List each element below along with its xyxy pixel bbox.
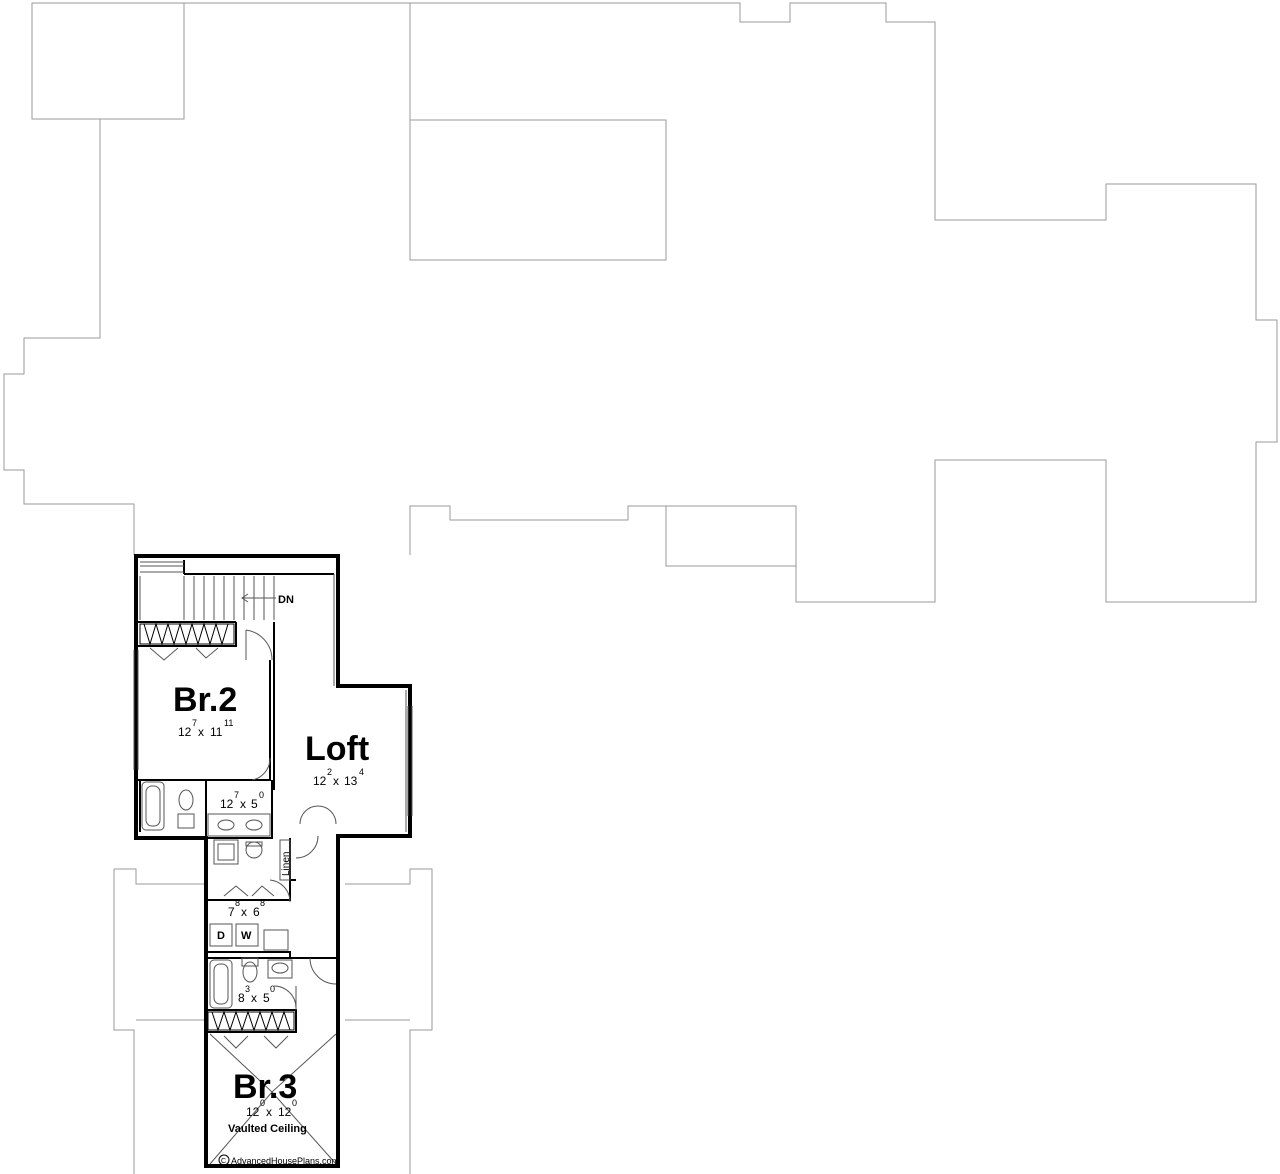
bath2-width: 12 (220, 797, 234, 811)
br3-depth: 12 (278, 1105, 292, 1119)
br3-closet (207, 1010, 337, 1165)
stairs: DN (139, 561, 294, 620)
windows (133, 650, 413, 816)
laundry-depth-in: 8 (260, 898, 265, 908)
bath3-depth-in: 0 (270, 984, 275, 994)
br2-x: x (198, 725, 204, 739)
room-bath3: 8 3 x 5 0 (238, 984, 275, 1005)
br2-name: Br.2 (173, 681, 237, 719)
doors (223, 629, 337, 1009)
br2-depth-in: 11 (224, 718, 233, 728)
loft-x: x (333, 774, 339, 788)
br3-x: x (266, 1105, 272, 1119)
loft-name: Loft (305, 730, 369, 768)
br3-name: Br.3 (233, 1068, 297, 1106)
br3-width-in: 0 (260, 1098, 265, 1108)
copyright-icon (218, 1154, 230, 1166)
br2-width-in: 7 (192, 718, 197, 728)
bath3-x: x (251, 991, 257, 1005)
interior-walls (138, 621, 338, 1033)
loft-width-in: 2 (327, 767, 332, 777)
laundry-x: x (241, 905, 247, 919)
bath2-width-in: 7 (234, 790, 239, 800)
loft-depth-in: 4 (359, 767, 364, 777)
laundry-width: 7 (228, 905, 235, 919)
copyright-symbol: C (221, 1158, 226, 1165)
room-br3: Br.3 12 0 x 12 0 Vaulted Ceiling (228, 1068, 307, 1135)
copyright: C AdvancedHousePlans.com (218, 1154, 339, 1166)
bath3-width-in: 3 (245, 984, 250, 994)
br3-width: 12 (246, 1105, 260, 1119)
loft-width: 12 (313, 774, 327, 788)
bath3-depth: 5 (263, 991, 270, 1005)
bath2-x: x (240, 797, 246, 811)
washer-label: W (241, 930, 252, 942)
br3-depth-in: 0 (292, 1098, 297, 1108)
room-bath2: 12 7 x 5 0 (220, 790, 264, 811)
br3-note: Vaulted Ceiling (228, 1123, 307, 1135)
bath2-depth-in: 0 (259, 790, 264, 800)
laundry-depth: 6 (253, 905, 260, 919)
exterior-walls (134, 554, 412, 1168)
room-loft: Loft 12 2 x 13 4 (305, 730, 369, 788)
bath2-depth: 5 (251, 797, 258, 811)
laundry-width-in: 8 (235, 898, 240, 908)
br2-depth: 11 (210, 725, 223, 739)
bath3-width: 8 (238, 991, 245, 1005)
room-br2: Br.2 12 7 x 11 11 (173, 681, 237, 739)
roof-outline (3, 2, 1278, 1174)
br2-width: 12 (178, 725, 192, 739)
dryer-label: D (217, 930, 225, 942)
stairs-label: DN (278, 594, 294, 606)
room-laundry: 7 8 x 6 8 D W Linen (217, 852, 292, 942)
fixtures (141, 781, 293, 1009)
copyright-text: AdvancedHousePlans.com (231, 1156, 339, 1166)
loft-depth: 13 (344, 774, 358, 788)
linen-label: Linen (281, 852, 292, 876)
br2-closet (139, 622, 235, 661)
